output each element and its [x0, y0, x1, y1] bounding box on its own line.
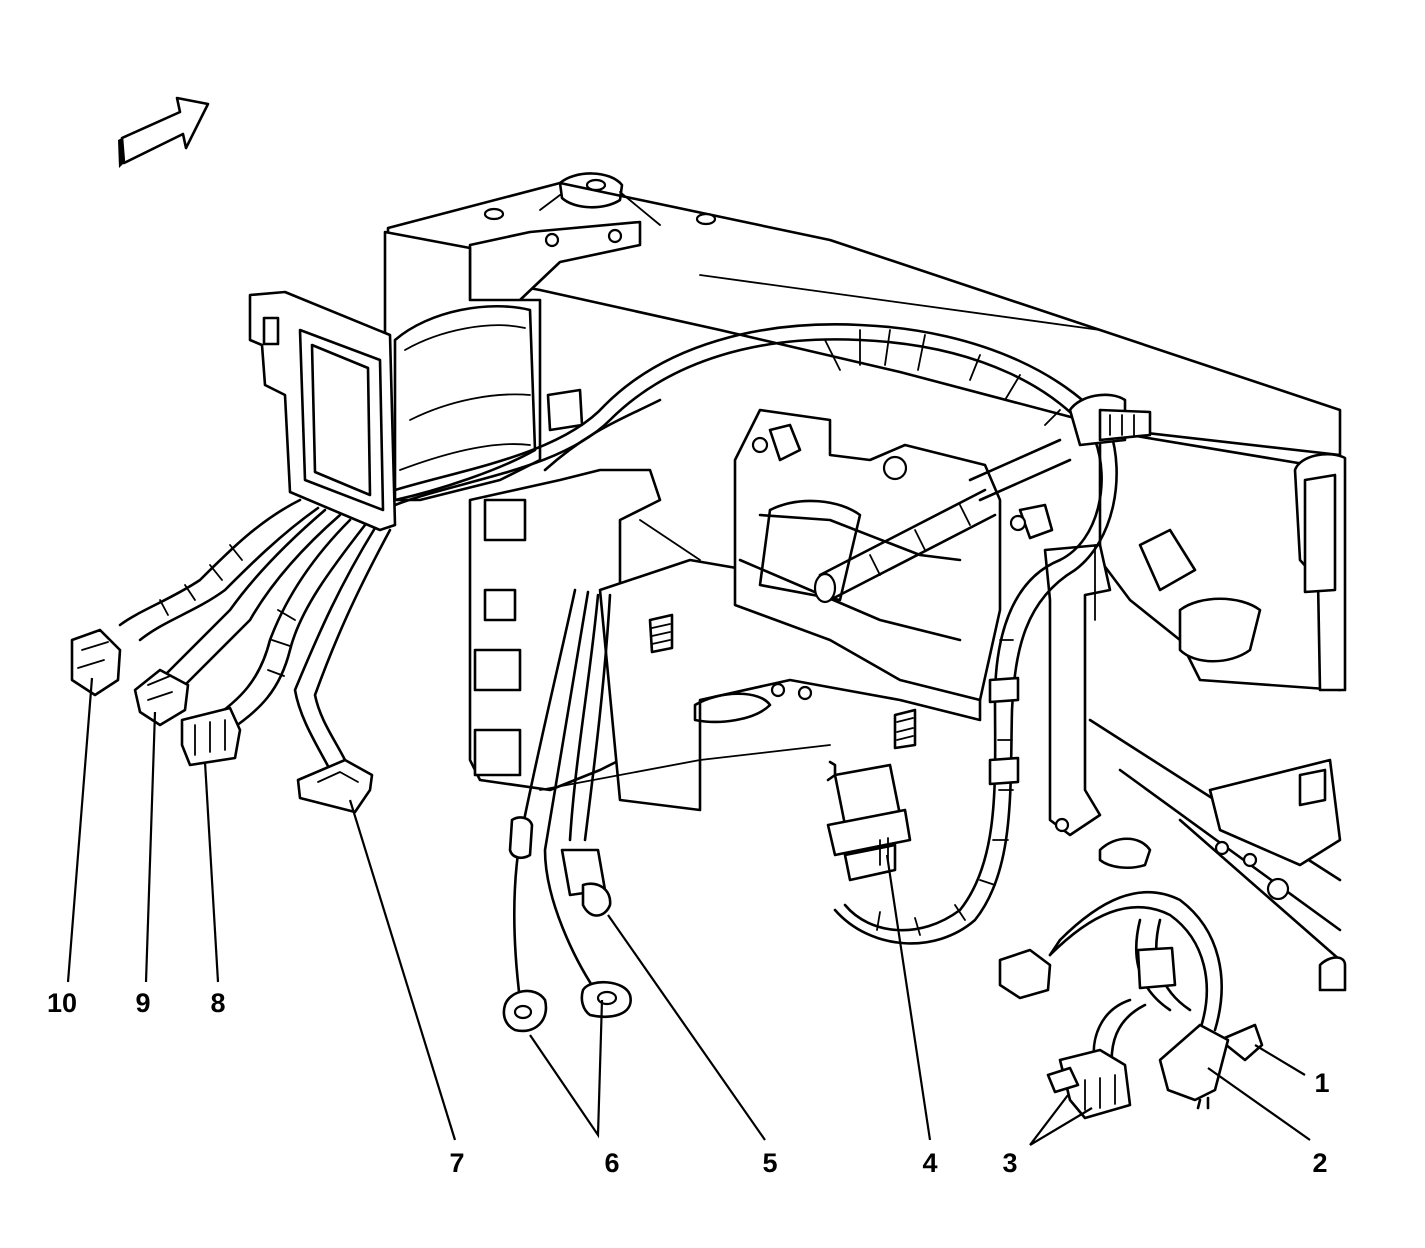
ground-leads — [502, 588, 632, 1033]
connector-4 — [826, 760, 912, 882]
callout-5: 5 — [762, 1148, 778, 1178]
bulkhead-grommet — [248, 290, 397, 532]
callout-4: 4 — [922, 1148, 938, 1178]
callout-7: 7 — [449, 1148, 465, 1178]
callout-3: 3 — [1002, 1148, 1018, 1178]
main-harness — [393, 323, 1118, 945]
lower-right-harness — [998, 393, 1264, 1120]
connector-8 — [180, 706, 242, 767]
callout-2: 2 — [1312, 1148, 1328, 1178]
connector-9 — [133, 668, 190, 727]
upper-mount-block — [733, 408, 1054, 702]
cross-member — [386, 172, 1342, 457]
hvac-duct — [383, 230, 584, 502]
left-harness-branches — [118, 498, 392, 772]
callout-6: 6 — [604, 1148, 620, 1178]
right-structure — [1088, 428, 1347, 992]
forward-arrow-icon — [118, 96, 210, 168]
callout-9: 9 — [135, 988, 151, 1018]
connector-10 — [70, 628, 122, 697]
right-harness-bracket — [1043, 543, 1112, 837]
callout-10: 10 — [46, 988, 78, 1018]
callout-8: 8 — [210, 988, 226, 1018]
leader-lines — [66, 677, 1311, 1146]
callout-1: 1 — [1314, 1068, 1330, 1098]
connector-7 — [296, 758, 374, 814]
